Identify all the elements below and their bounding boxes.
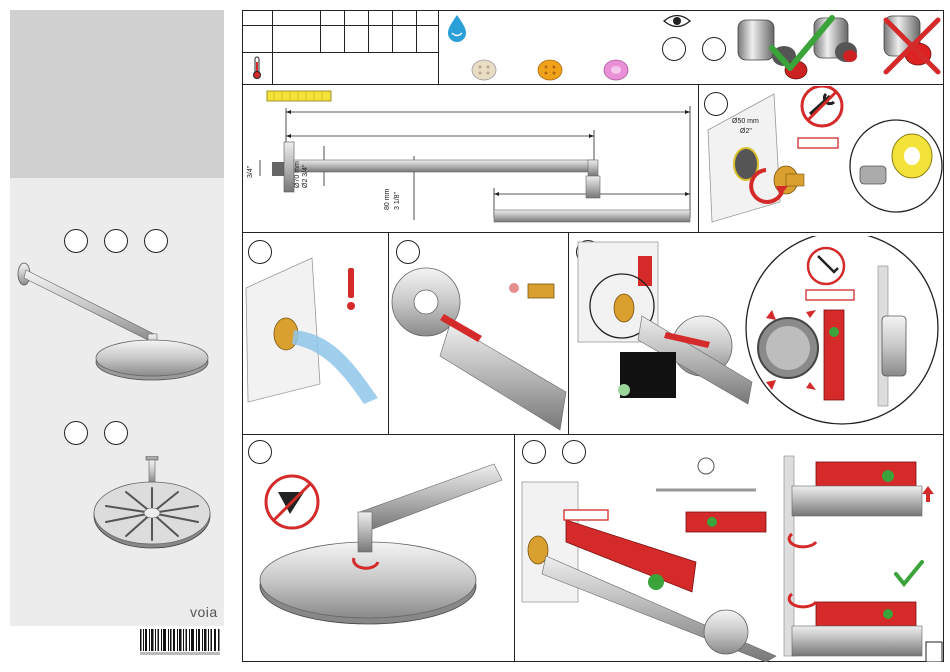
eye-icon	[662, 12, 692, 30]
barcode	[138, 627, 222, 657]
cartridge-orientation-illustration	[734, 10, 944, 84]
flow-restrictor-beige-icon	[472, 60, 496, 80]
align-label-box	[564, 510, 608, 520]
flow-restrictor-orange-icon	[538, 60, 562, 80]
flow-restrictor-icons	[470, 58, 630, 82]
product-variant-circle-3	[144, 229, 168, 253]
product-variant-circle-5	[104, 421, 128, 445]
alignment-illustration	[516, 446, 944, 662]
flow-restrictor-pink-icon	[604, 60, 628, 80]
showerhead-mount-illustration	[244, 454, 512, 660]
flange-diameter-in: Ø2 3/4"	[302, 165, 309, 189]
wall-shower-arm-illustration	[12, 258, 222, 388]
hole-diameter-mm: Ø50 mm	[732, 118, 759, 125]
warning-exclamation-icon	[347, 268, 355, 310]
hole-diameter-in: Ø2"	[740, 128, 752, 135]
cover-header-panel	[10, 10, 224, 178]
step-circle-header-1	[662, 37, 686, 61]
flange-diameter-mm: Ø70 mm	[294, 161, 301, 188]
cartridge-correct-2	[814, 18, 857, 62]
thread-dimension: 3/4"	[247, 166, 254, 178]
step-circle-header-2	[702, 37, 726, 61]
torque-label-box	[798, 138, 838, 148]
allen-key-label-box	[806, 290, 854, 300]
page-number-box	[926, 642, 942, 662]
flush-pipe-illustration	[244, 254, 386, 432]
allen-key-icon	[808, 248, 844, 284]
mounting-hole-illustration	[700, 86, 944, 232]
thermometer-icon	[250, 56, 264, 80]
drop-dimension-mm: 80 mm	[384, 189, 391, 210]
up-arrow-icon	[922, 486, 934, 502]
product-variant-circle-2	[104, 229, 128, 253]
ceiling-shower-head-illustration	[90, 456, 220, 556]
flange-assembly-illustration	[390, 254, 568, 432]
water-drop-icon	[446, 14, 468, 42]
product-variant-circle-1	[64, 229, 88, 253]
brand-logo: voia	[190, 604, 218, 620]
product-variant-circle-4	[64, 421, 88, 445]
check-mark-icon-2	[896, 562, 922, 584]
level-adjust-illustration	[572, 236, 944, 434]
drop-dimension-in: 3 1/8"	[394, 192, 401, 210]
dimension-drawing	[244, 100, 696, 230]
